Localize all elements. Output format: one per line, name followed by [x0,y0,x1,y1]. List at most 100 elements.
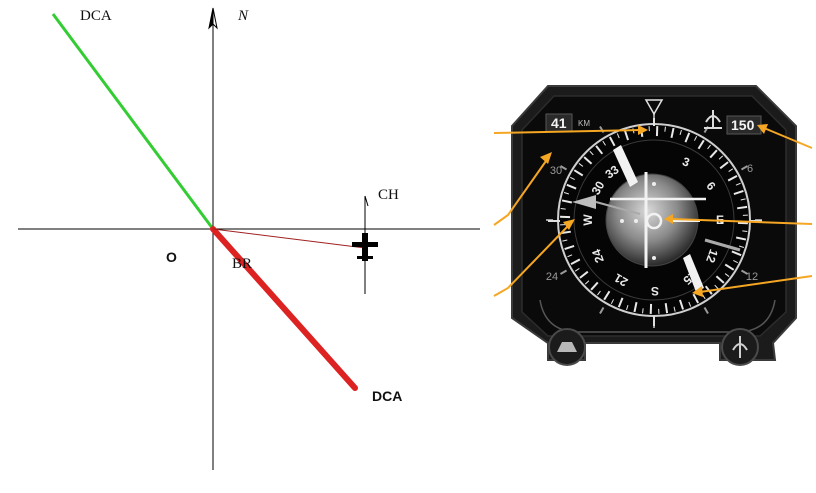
compass-tick [570,176,575,181]
north-arrow-icon-right [212,7,218,30]
compass-tick [583,156,593,165]
ch-label: CH [378,187,399,203]
arrow-icon-1 [493,125,648,135]
dot-left-2 [634,219,638,223]
compass-tick [688,301,692,307]
outer-tick [740,269,749,275]
compass-tick [733,190,744,195]
compass-tick [633,301,638,313]
dca-line-green [51,13,215,230]
dca-label-bottom: DCA [372,388,402,404]
compass-tick [719,161,729,170]
compass-tick [718,155,724,160]
bearing-pointer-head-line [704,238,741,252]
compass-tick [570,258,581,266]
course-knob-icon[interactable] [721,328,759,366]
course-readout: 150 [731,117,755,133]
bearing-pointer-icon [572,195,596,209]
compass-tick [727,174,738,182]
compass-tick [733,259,738,264]
compass-tick [737,205,748,210]
compass-tick [602,140,606,146]
arrow-icon-4 [757,124,813,149]
origin-label: O [166,249,177,265]
compass-tick [742,230,748,232]
compass-tick [561,199,573,204]
north-label: N [237,8,249,24]
compass-tick [573,169,584,177]
compass-tick [664,126,666,132]
dot-bottom-1 [652,256,656,260]
outer-label-6: 6 [747,163,753,175]
arrow-icon-5 [664,214,813,225]
compass-tick [560,208,566,210]
aircraft-icon [352,233,378,261]
compass-tick [728,168,734,172]
compass-tick [578,163,584,167]
compass-tick [673,306,676,312]
compass-tick [714,284,719,290]
outer-tick [740,165,749,171]
dot-left-1 [620,219,624,223]
compass-tick [738,245,745,248]
outer-label-12: 12 [746,271,758,283]
compass-tick [642,308,644,314]
compass-tick [562,239,568,242]
compass-tick [603,290,611,301]
course-select-icon [704,110,722,129]
compass-tick [724,263,735,271]
dca-label-top: DCA [80,8,112,24]
dme-unit: KM [578,119,590,128]
compass-tick [697,139,705,150]
compass-tick [574,268,580,272]
arrow-icon-6 [692,275,813,297]
compass-tick [567,254,573,258]
compass-tick [735,236,747,241]
bearing-pointer-tail [595,201,641,215]
dot-top-1 [652,182,656,186]
compass-tick [735,182,741,186]
compass-tick [707,144,711,150]
hsi-instrument: N 3 6 E 12 15 S 21 24 W 30 33 30 24 12 6 [493,85,813,366]
outer-tick [599,306,605,315]
compass-tick [616,133,620,139]
compass-tick [584,280,590,285]
outer-tick [559,269,568,275]
dca-line-red [210,226,358,391]
north-arrow-icon [208,7,214,30]
compass-tick [679,129,682,136]
compass-tick [692,293,700,304]
outer-tick [559,165,568,171]
compass-tick [693,136,698,141]
compass-tick [579,270,589,279]
heading-label-24: 24 [589,247,607,265]
compass-tick [589,150,594,156]
compass-tick [595,145,604,155]
compass-tick [563,192,570,195]
heading-label-12: 12 [703,247,721,265]
compass-tick [624,130,629,141]
compass-tick [617,297,624,308]
compass-tick [564,245,575,250]
outer-label-24: 24 [546,271,558,283]
br-label: BR [232,256,252,272]
compass-tick [731,250,742,257]
heading-label-30: 30 [589,178,608,197]
heading-knob-icon[interactable] [548,328,586,366]
compass-tick [626,304,629,311]
arrow-icon-2 [493,152,552,226]
outer-tick [703,306,709,315]
compass-tick [590,281,599,291]
compass-tick [597,290,601,296]
arrow-icon-3 [493,219,575,297]
aircraft-north-tick-icon [364,195,369,207]
compass-tick [715,275,725,284]
heading-label-w: W [581,214,595,226]
compass-tick [610,299,615,304]
heading-label-s: S [651,284,659,298]
compass-tick [709,149,718,159]
compass-tick [740,198,746,201]
navigation-diagram: N DCA DCA O BR CH [18,7,480,470]
aircraft-center-icon [645,212,663,230]
